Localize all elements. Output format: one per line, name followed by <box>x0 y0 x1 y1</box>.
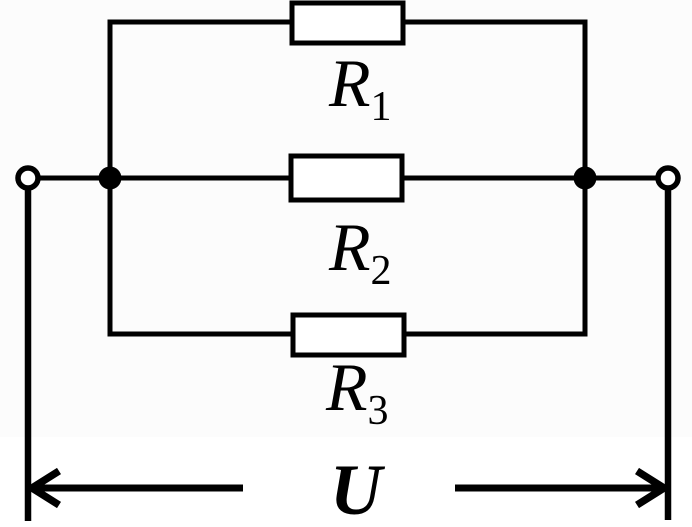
diagram-background-tint <box>0 0 692 437</box>
resistor-body-r2 <box>288 153 405 203</box>
resistor-label-r1: R1 <box>328 45 392 130</box>
voltage-arrow-left <box>24 467 243 509</box>
resistor-label-r3: R3 <box>325 349 389 434</box>
junction-node-right <box>573 166 597 190</box>
terminal-right <box>655 165 681 191</box>
resistor-body-r3 <box>290 312 407 358</box>
voltage-arrowhead-left <box>24 467 61 509</box>
voltage-arrow-right <box>455 467 672 509</box>
resistor-label-r2: R2 <box>328 209 392 294</box>
junction-node-left <box>98 166 122 190</box>
terminal-left <box>15 165 41 191</box>
resistor-body-r1 <box>289 0 406 46</box>
voltage-label: U <box>330 450 386 527</box>
voltage-arrowhead-right <box>635 467 672 509</box>
